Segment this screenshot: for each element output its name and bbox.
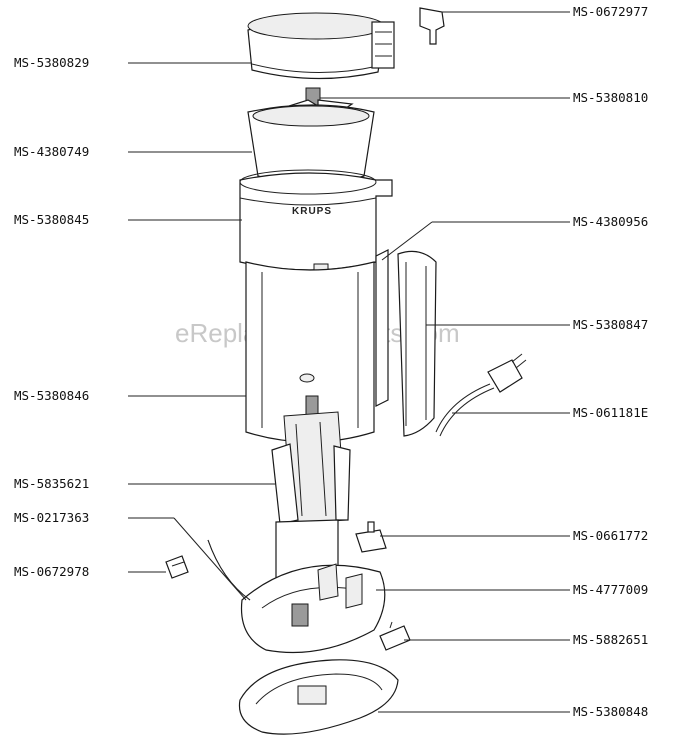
part-label-ms-0217363: MS-0217363 <box>14 510 89 525</box>
lid-latch-part <box>419 7 445 45</box>
part-label-ms-5380845: MS-5380845 <box>14 212 89 227</box>
part-label-ms-5882651: MS-5882651 <box>573 632 648 647</box>
bowl-part <box>247 104 375 185</box>
part-label-ms-0661772: MS-0661772 <box>573 528 648 543</box>
clip-part <box>165 555 189 579</box>
part-label-ms-4380749: MS-4380749 <box>14 144 89 159</box>
brand-label: KRUPS <box>292 206 332 217</box>
part-label-ms-5380847: MS-5380847 <box>573 317 648 332</box>
part-label-ms-5380810: MS-5380810 <box>573 90 648 105</box>
base-part <box>240 519 386 654</box>
part-label-ms-0672978: MS-0672978 <box>14 564 89 579</box>
part-label-ms-0672977: MS-0672977 <box>573 4 648 19</box>
leader-lines <box>128 11 570 713</box>
bottom-plate-part <box>238 659 399 735</box>
part-label-ms-5380848: MS-5380848 <box>573 704 648 719</box>
wire-part <box>207 539 251 601</box>
motor-part <box>271 395 351 525</box>
contact-part <box>379 621 411 651</box>
part-label-ms-5380829: MS-5380829 <box>14 55 89 70</box>
part-label-ms-4777009: MS-4777009 <box>573 582 648 597</box>
part-label-ms-5835621: MS-5835621 <box>14 476 89 491</box>
part-label-ms-5380846: MS-5380846 <box>14 388 89 403</box>
main-body-part <box>245 261 375 443</box>
lid-part <box>247 12 395 80</box>
side-panel-part <box>375 249 437 437</box>
power-cord-part <box>435 353 527 437</box>
part-label-ms-061181e: MS-061181E <box>573 405 648 420</box>
switch-part <box>355 521 387 553</box>
part-labels: MS-0672977 MS-5380829 MS-5380810 MS-4380… <box>14 4 648 719</box>
part-label-ms-4380956: MS-4380956 <box>573 214 648 229</box>
